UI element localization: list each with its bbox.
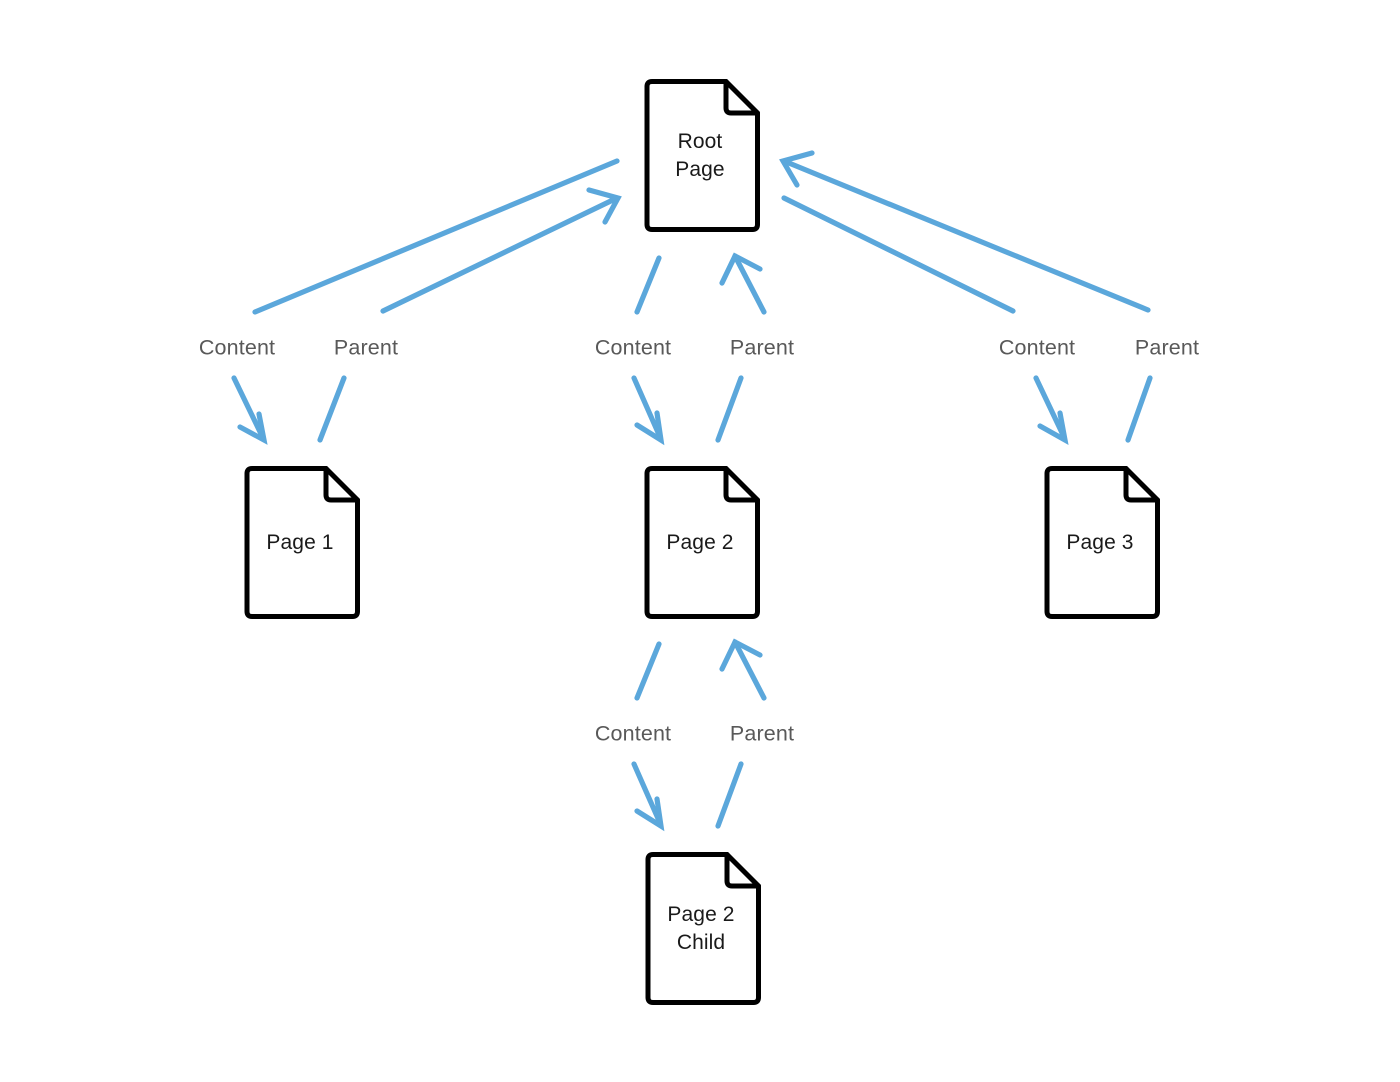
node-root-page[interactable]: Root Page [640, 79, 760, 232]
edge-label-page3-root-parent: Parent [1134, 335, 1200, 360]
edge-root-to-page2-content-upper [634, 255, 662, 315]
node-page-1[interactable]: Page 1 [240, 466, 360, 619]
edge-page3-to-root-parent-upper [779, 150, 1151, 313]
edge-label-page2-child-content: Content [594, 721, 672, 746]
edge-page1-to-root-parent-upper [380, 187, 622, 314]
edge-page1-to-root-parent-lower [317, 375, 347, 443]
document-icon [644, 79, 760, 232]
edge-label-root-page1-content: Content [198, 335, 276, 360]
document-icon [645, 852, 761, 1005]
edge-page2-to-child-content-upper [634, 641, 662, 701]
edge-label-root-page3-content: Content [998, 335, 1076, 360]
edge-page2-to-root-parent-upper [719, 252, 767, 315]
document-icon [644, 466, 760, 619]
node-page-3[interactable]: Page 3 [1040, 466, 1160, 619]
edge-page3-to-root-parent-lower [1125, 375, 1153, 443]
edge-label-child-page2-parent: Parent [729, 721, 795, 746]
edge-label-page1-root-parent: Parent [333, 335, 399, 360]
edge-root-to-page1-content-lower [231, 375, 268, 445]
node-page-2[interactable]: Page 2 [640, 466, 760, 619]
edge-page2-to-child-content-lower [631, 761, 665, 832]
node-page-2-child[interactable]: Page 2 Child [641, 852, 761, 1005]
document-icon [1044, 466, 1160, 619]
edge-root-to-page3-content-upper [781, 195, 1016, 314]
edge-child-to-page2-parent-lower [715, 761, 744, 829]
edge-label-page2-root-parent: Parent [729, 335, 795, 360]
edge-child-to-page2-parent-upper [719, 638, 767, 701]
edge-root-to-page1-content-upper [252, 158, 620, 315]
edge-root-to-page3-content-lower [1033, 375, 1069, 445]
edge-root-to-page2-content-lower [631, 375, 665, 446]
edge-page2-to-root-parent-lower [715, 375, 744, 443]
edge-label-root-page2-content: Content [594, 335, 672, 360]
document-icon [244, 466, 360, 619]
